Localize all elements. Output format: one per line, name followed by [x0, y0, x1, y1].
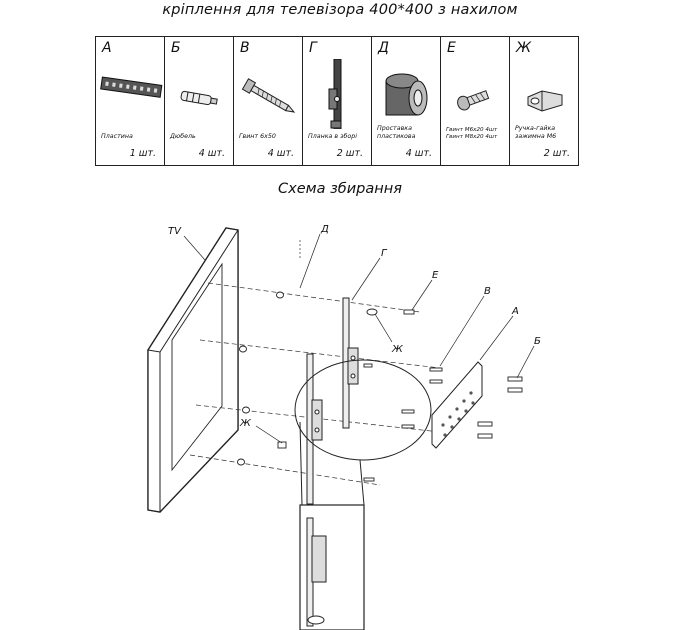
part-name: Дюбель: [170, 133, 196, 140]
spacer-icon: [385, 73, 428, 116]
label-a: А: [511, 306, 519, 317]
part-letter: Д: [378, 40, 389, 56]
part-name: Гвинт 6х50: [239, 133, 276, 140]
part-qty: 1 шт.: [129, 148, 156, 159]
part-name: Проставка пластикова: [377, 125, 416, 140]
inset-detail: [299, 504, 365, 630]
screw-icon: [241, 78, 296, 113]
part-cell-d: Д Проставка пластикова 4 шт.: [372, 37, 441, 165]
part-cell-v: В Гвинт 6х50 4 шт.: [234, 37, 303, 165]
part-qty: 2 шт.: [336, 148, 363, 159]
tv-panel: [147, 227, 239, 513]
bolt-icon: [457, 90, 490, 111]
part-letter: А: [102, 40, 112, 56]
label-d: Д: [320, 224, 329, 235]
part-cell-zh: Ж Ручка-гайка зажимна М6 2 шт.: [510, 37, 578, 165]
part-letter: В: [240, 40, 250, 56]
part-qty: 4 шт.: [198, 148, 225, 159]
page-title: кріплення для телевізора 400*400 з нахил…: [162, 2, 518, 18]
part-qty: 4 шт.: [405, 148, 432, 159]
label-e: Е: [432, 270, 439, 281]
part-cell-a: А Пластина 1 шт.: [96, 37, 165, 165]
part-letter: Е: [447, 40, 456, 56]
spacers: [237, 291, 284, 466]
screws: [277, 308, 523, 482]
part-letter: Б: [171, 40, 181, 56]
bracket-icon: [328, 59, 342, 129]
tv-label: TV: [168, 226, 182, 237]
plate-icon: [100, 76, 163, 98]
label-zh-lower: Ж: [239, 418, 252, 429]
part-name: Ручка-гайка зажимна М6: [515, 125, 557, 140]
detail-ellipse: [294, 359, 432, 461]
parts-table: А Пластина 1 шт. Б: [95, 36, 579, 166]
dowel-icon: [180, 90, 218, 106]
part-qty: 4 шт.: [267, 148, 294, 159]
bracket-lower: [306, 353, 323, 505]
bracket-upper: [342, 297, 359, 429]
part-cell-b: Б Дюбель 4 шт.: [165, 37, 234, 165]
part-name: Пластина: [101, 133, 133, 140]
part-qty: 2 шт.: [543, 148, 570, 159]
knob-nut-icon: [527, 90, 563, 112]
label-b: Б: [534, 336, 541, 347]
label-v: В: [484, 286, 491, 297]
part-letter: Г: [309, 40, 317, 56]
leader-lines: [183, 233, 535, 444]
assembly-diagram: TV Д Г Е В А Б Ж Ж: [147, 224, 541, 630]
part-letter: Ж: [516, 40, 532, 56]
part-name: Планка в зборі: [308, 133, 357, 140]
part-cell-g: Г Планка в зборі 2 шт.: [303, 37, 372, 165]
label-zh-upper: Ж: [391, 344, 404, 355]
assembly-title: Схема збирання: [278, 181, 402, 197]
wall-plate: [431, 361, 483, 449]
label-g: Г: [381, 248, 388, 259]
part-name: Гвинт М6х20 4шт Гвинт М8х20 4шт: [446, 127, 498, 140]
part-cell-e: Е Гвинт М6х20 4шт Гвинт М8х20 4шт: [441, 37, 510, 165]
